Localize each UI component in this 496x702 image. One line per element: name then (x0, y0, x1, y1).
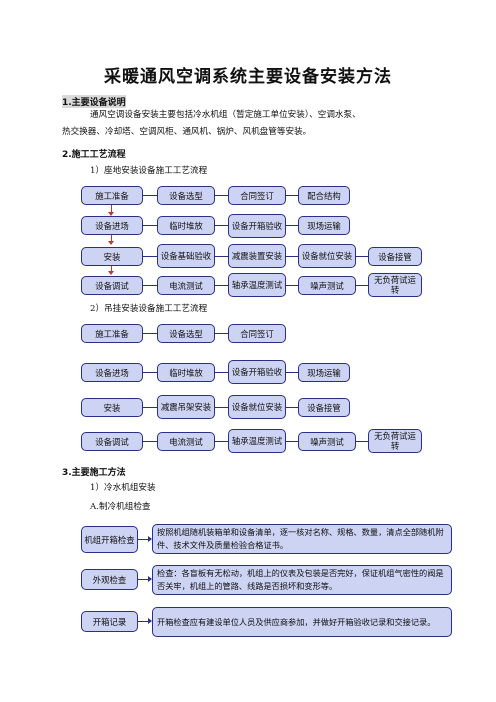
flow-1-connector (286, 195, 298, 196)
flow-1-node-current-test: 电流测试 (157, 276, 215, 295)
flow-1-down-arrow (111, 266, 112, 273)
flow-2-node-entry: 设备进场 (81, 363, 143, 382)
flow-2-connector (215, 372, 228, 373)
flow-2-node-positioning: 设备就位安装 (228, 395, 286, 419)
flow-2-node-bearing-test: 轴承温度测试 (228, 429, 286, 453)
flow-2-connector (143, 333, 157, 334)
check-desc-unboxing: 按照机组随机装箱单和设备清单，逐一核对名称、规格、数量，清点全部随机附件、技术文… (152, 524, 452, 554)
flow-2-node-current-test: 电流测试 (157, 432, 215, 451)
flow-1-connector (215, 285, 228, 286)
flow-2-connector (215, 441, 228, 442)
flow-2-connector (143, 441, 157, 442)
check-node-unboxing: 机组开箱检查 (81, 526, 138, 553)
flow-2-node-contract: 合同签订 (228, 324, 286, 343)
flow-2-connector (286, 441, 298, 442)
flow-1-node-positioning: 设备就位安装 (298, 244, 356, 268)
flow-1-node-bearing-test: 轴承温度测试 (228, 273, 286, 297)
flow-1-node-selection: 设备选型 (157, 186, 215, 205)
flow-1-node-structure: 配合结构 (298, 186, 350, 205)
flow-2-node-unboxing: 设备开箱验收 (228, 360, 286, 384)
flow-2-connector (143, 407, 157, 408)
flow-2-connector (286, 372, 298, 373)
flow-1-node-damper: 减震装置安装 (228, 244, 286, 268)
check-desc-appearance: 检查：各盲板有无松动，机组上的仪表及包装是否完好，保证机组气密性的阀是否关牢，机… (152, 565, 452, 595)
flow-2-node-no-load-run: 无负荷试运转 (368, 429, 422, 453)
flow-2-node-storage: 临时堆放 (157, 363, 215, 382)
check-flow-arrowhead (148, 536, 152, 542)
flow-1-node-install: 安装 (81, 247, 143, 266)
flow-2-connector (286, 407, 298, 408)
flow-2-node-noise-test: 噪声测试 (298, 432, 356, 451)
flow-1-node-transport: 现场运输 (298, 216, 350, 235)
flow-1-node-noise-test: 噪声测试 (298, 276, 356, 295)
flow-2-caption: 2）吊挂安装设备施工工艺流程 (90, 304, 208, 314)
check-node-appearance: 外观检查 (81, 569, 138, 590)
flow-1-connector (215, 195, 228, 196)
flow-1-node-piping: 设备接管 (368, 247, 422, 266)
flow-1-node-contract: 合同签订 (228, 186, 286, 205)
flow-1-connector (143, 225, 157, 226)
flow-1-connector (143, 256, 157, 257)
flow-1-caption: 1）座地安装设备施工工艺流程 (90, 166, 208, 176)
flow-2-node-prep: 施工准备 (81, 324, 143, 343)
check-flow-connector (138, 579, 149, 580)
check-flow-connector (138, 621, 149, 622)
flow-2-node-hanger: 减震吊架安装 (157, 395, 215, 419)
flow-2-node-transport: 现场运输 (298, 363, 350, 382)
flow-1-down-arrow (111, 205, 112, 214)
check-node-record: 开箱记录 (81, 611, 138, 632)
flow-1-connector (356, 256, 368, 257)
flow-2-node-piping: 设备接管 (298, 398, 350, 417)
flow-1-arrowhead (108, 241, 114, 245)
check-desc-record: 开箱检查应有建设单位人员及供应商参加，并做好开箱验收记录和交接记录。 (152, 607, 452, 637)
section-3-heading: 3.主要施工方法 (62, 468, 126, 478)
flow-1-connector (286, 256, 298, 257)
page-title: 采暖通风空调系统主要设备安装方法 (104, 67, 392, 87)
flow-1-node-storage: 临时堆放 (157, 216, 215, 235)
section-3-sub-2: A.制冷机组检查 (90, 502, 151, 512)
flow-1-connector (215, 256, 228, 257)
flow-1-down-arrow (111, 235, 112, 243)
flow-2-connector (215, 333, 228, 334)
flow-2-node-debug: 设备调试 (81, 432, 143, 451)
flow-1-node-unboxing: 设备开箱验收 (228, 214, 286, 238)
flow-2-connector (215, 407, 228, 408)
flow-1-connector (215, 225, 228, 226)
section-3-sub-1: 1）冷水机组安装 (90, 483, 156, 493)
flow-1-connector (143, 285, 157, 286)
section-1-para-line-1: 通风空调设备安装主要包括冷水机组（暂定施工单位安装）、空调水泵、 (90, 110, 361, 120)
section-2-heading: 2.施工工艺流程 (62, 150, 126, 160)
check-flow-arrowhead (148, 618, 152, 624)
flow-1-connector (286, 225, 298, 226)
section-1-para-line-2: 热交换器、冷却塔、空调风柜、通风机、锅炉、风机盘管等安装。 (62, 127, 312, 137)
flow-1-connector (286, 285, 298, 286)
flow-2-node-install: 安装 (81, 398, 143, 417)
flow-1-node-prep: 施工准备 (81, 186, 143, 205)
flow-2-connector (356, 441, 368, 442)
flow-1-node-entry: 设备进场 (81, 216, 143, 235)
flow-1-arrowhead (108, 212, 114, 216)
flow-1-connector (143, 195, 157, 196)
check-flow-connector (138, 539, 149, 540)
flow-2-node-selection: 设备选型 (157, 324, 215, 343)
flow-1-node-foundation: 设备基础验收 (157, 244, 215, 268)
check-flow-arrowhead (148, 576, 152, 582)
flow-1-node-no-load-run: 无负荷试运转 (368, 273, 422, 297)
flow-2-connector (143, 372, 157, 373)
flow-1-connector (356, 285, 368, 286)
flow-1-node-debug: 设备调试 (81, 276, 143, 295)
section-1-heading: 1.主要设备说明 (62, 95, 126, 108)
flow-1-arrowhead (108, 271, 114, 275)
